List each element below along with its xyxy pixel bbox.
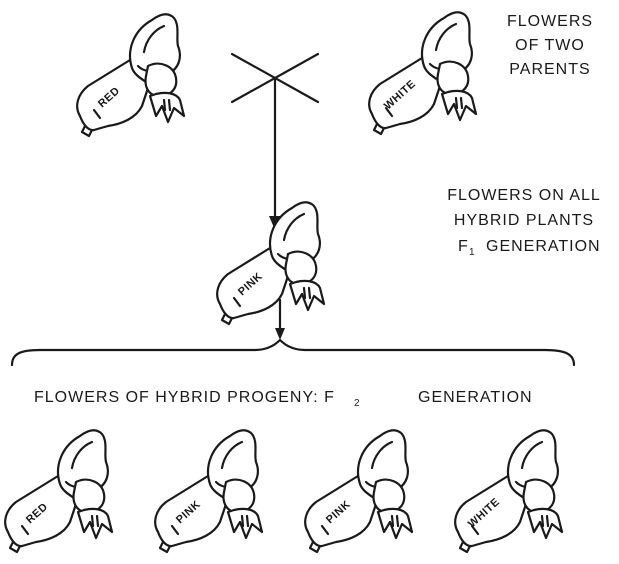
svg-text:HYBRID PLANTS: HYBRID PLANTS (454, 212, 594, 229)
svg-text:FLOWERS: FLOWERS (507, 13, 593, 30)
label-f1: FLOWERS ON ALL HYBRID PLANTS F 1 GENERAT… (447, 187, 601, 258)
flower-parent-red: RED (77, 14, 184, 136)
svg-text:1: 1 (469, 247, 476, 258)
svg-text:FLOWERS ON ALL: FLOWERS ON ALL (447, 187, 601, 204)
svg-text:2: 2 (354, 398, 361, 409)
label-parents: FLOWERS OF TWO PARENTS (507, 13, 593, 78)
arrow-to-f2 (275, 300, 285, 340)
flower-f2-red: RED (5, 430, 112, 552)
flower-f2-pink-1: PINK (155, 430, 262, 552)
arrow-to-f1 (269, 78, 281, 230)
svg-text:FLOWERS OF HYBRID PROGENY: F: FLOWERS OF HYBRID PROGENY: F (34, 389, 335, 406)
flower-f2-white: WHITE (455, 430, 562, 552)
brace (12, 340, 574, 365)
svg-text:GENERATION: GENERATION (486, 238, 601, 255)
svg-text:F: F (458, 238, 469, 255)
svg-text:GENERATION: GENERATION (418, 389, 533, 406)
flower-f2-pink-2: PINK (305, 430, 412, 552)
svg-text:PARENTS: PARENTS (509, 61, 590, 78)
flower-f1-pink: PINK (217, 202, 324, 324)
flower-parent-white: WHITE (369, 12, 476, 134)
label-f2: FLOWERS OF HYBRID PROGENY: F 2 GENERATIO… (34, 389, 533, 409)
svg-text:OF TWO: OF TWO (515, 37, 585, 54)
